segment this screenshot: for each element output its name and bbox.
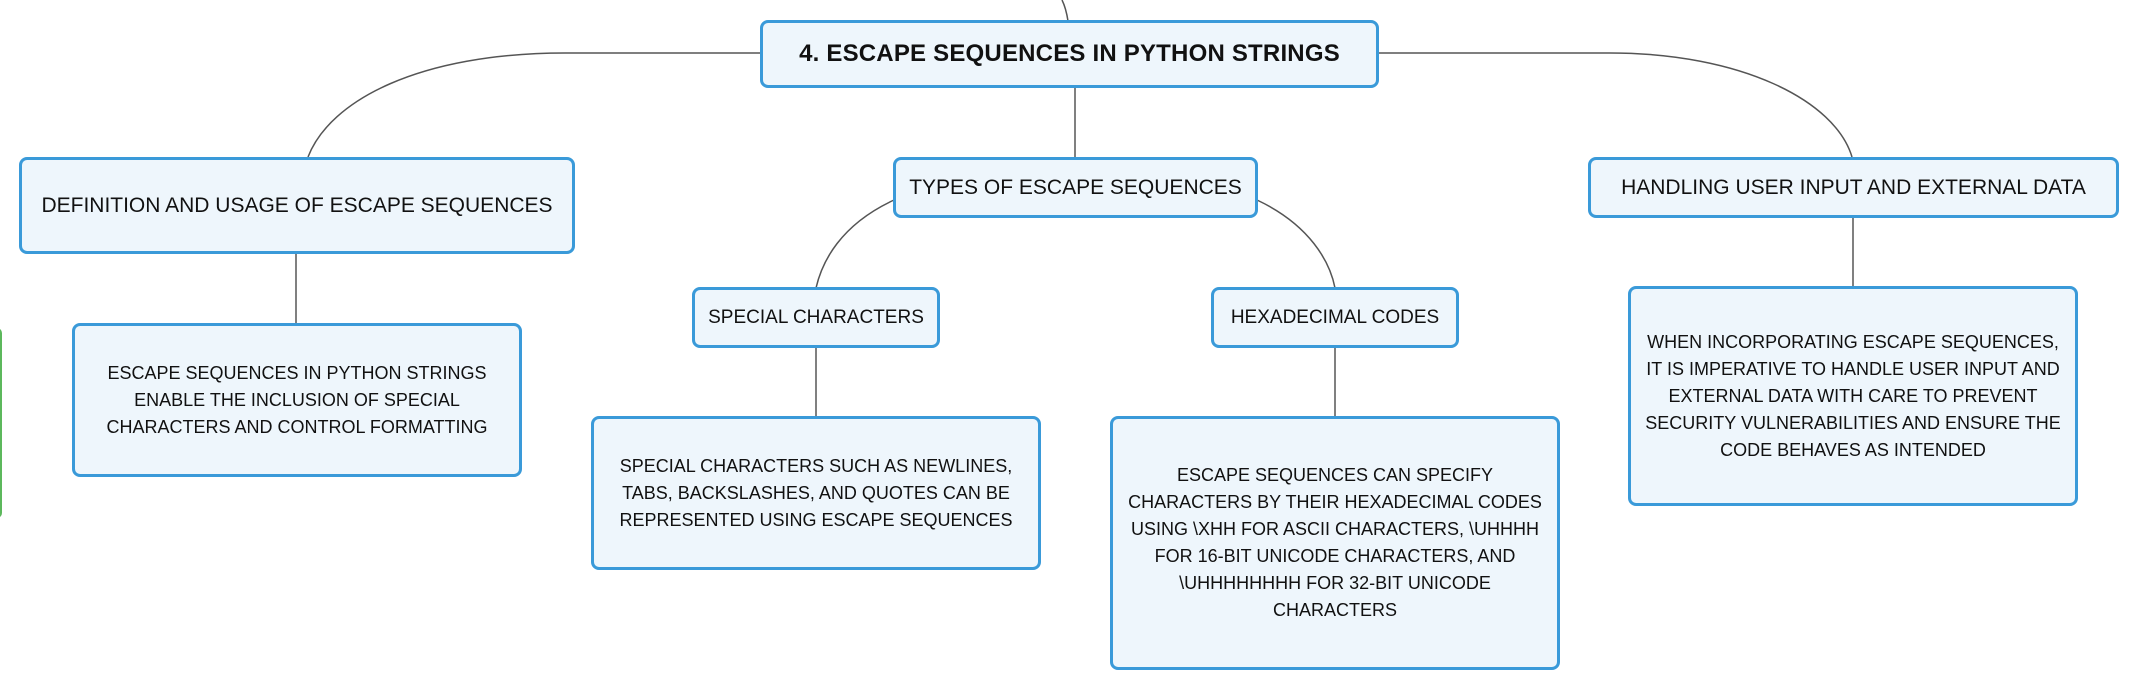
branch-definition-node[interactable]: DEFINITION AND USAGE OF ESCAPE SEQUENCES [19, 157, 575, 254]
hexadecimal-codes-label: HEXADECIMAL CODES [1230, 306, 1440, 328]
special-characters-node[interactable]: SPECIAL CHARACTERS [692, 287, 940, 348]
hexadecimal-codes-detail-node[interactable]: ESCAPE SEQUENCES CAN SPECIFY CHARACTERS … [1110, 416, 1560, 670]
connector-incoming [1061, 0, 1069, 22]
offscreen-node-edge [0, 328, 2, 518]
branch-handling-node[interactable]: HANDLING USER INPUT AND EXTERNAL DATA [1588, 157, 2119, 218]
hexadecimal-codes-node[interactable]: HEXADECIMAL CODES [1211, 287, 1459, 348]
definition-detail-node[interactable]: ESCAPE SEQUENCES IN PYTHON STRINGS ENABL… [72, 323, 522, 477]
definition-detail-text: ESCAPE SEQUENCES IN PYTHON STRINGS ENABL… [106, 362, 488, 437]
root-node-label: 4. ESCAPE SEQUENCES IN PYTHON STRINGS [799, 40, 1340, 67]
connector-root-handling [1379, 52, 1853, 158]
handling-detail-text: WHEN INCORPORATING ESCAPE SEQUENCES, IT … [1645, 331, 2061, 460]
special-characters-label: SPECIAL CHARACTERS [708, 306, 924, 328]
connector-types-hex [1256, 199, 1336, 289]
branch-types-label: TYPES OF ESCAPE SEQUENCES [909, 175, 1242, 199]
connector-types-special [815, 199, 895, 289]
branch-types-node[interactable]: TYPES OF ESCAPE SEQUENCES [893, 157, 1258, 218]
special-characters-detail-text: SPECIAL CHARACTERS SUCH AS NEWLINES, TAB… [619, 455, 1013, 530]
root-node[interactable]: 4. ESCAPE SEQUENCES IN PYTHON STRINGS [760, 20, 1379, 88]
branch-definition-label: DEFINITION AND USAGE OF ESCAPE SEQUENCES [41, 193, 553, 217]
branch-handling-label: HANDLING USER INPUT AND EXTERNAL DATA [1621, 175, 2086, 199]
hexadecimal-codes-detail-text: ESCAPE SEQUENCES CAN SPECIFY CHARACTERS … [1128, 465, 1542, 620]
special-characters-detail-node[interactable]: SPECIAL CHARACTERS SUCH AS NEWLINES, TAB… [591, 416, 1041, 570]
handling-detail-node[interactable]: WHEN INCORPORATING ESCAPE SEQUENCES, IT … [1628, 286, 2078, 506]
connector-root-definition [307, 52, 760, 158]
